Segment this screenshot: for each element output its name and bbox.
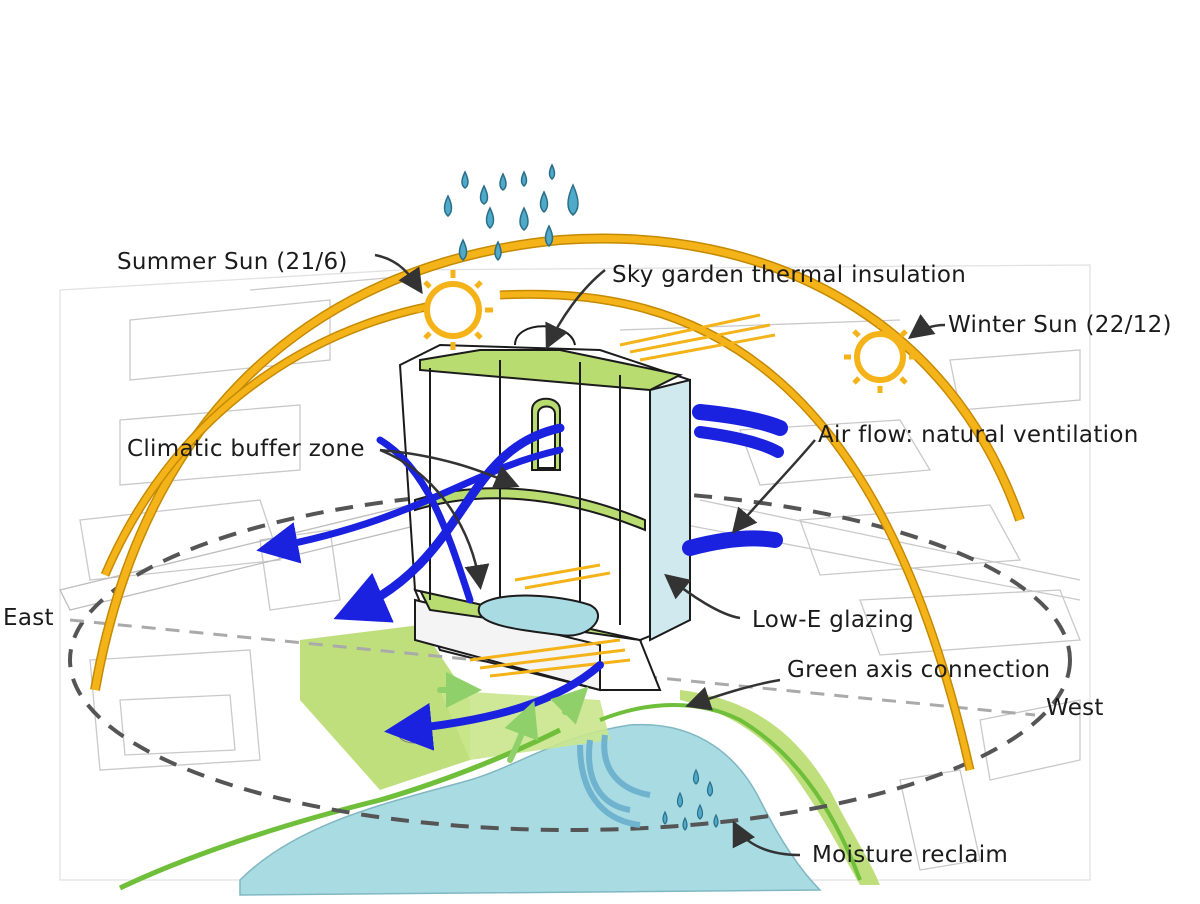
winter-sun-icon xyxy=(844,321,916,393)
moisture-arrow-icon xyxy=(577,734,651,828)
green-axis-label: Green axis connection xyxy=(787,657,1051,683)
green-axis-arrows xyxy=(437,672,589,763)
rain-drops-icon xyxy=(443,163,579,262)
summer-sun-label: Summer Sun (21/6) xyxy=(117,249,348,275)
summer-sun-path xyxy=(90,233,1025,771)
moisture-drops-icon xyxy=(662,768,719,831)
leader-lines xyxy=(374,253,946,857)
orbit-ellipse xyxy=(68,488,1072,832)
lake xyxy=(239,723,822,896)
tower xyxy=(398,325,691,692)
sky-garden-label: Sky garden thermal insulation xyxy=(612,262,967,288)
winter-sun-label: Winter Sun (22/12) xyxy=(948,312,1172,338)
east-label: East xyxy=(3,605,54,631)
air-flow-label: Air flow: natural ventilation xyxy=(818,422,1139,448)
low-e-label: Low-E glazing xyxy=(752,607,915,633)
buffer-zone-label: Climatic buffer zone xyxy=(127,436,365,462)
west-label: West xyxy=(1046,695,1104,721)
summer-sun-icon xyxy=(413,270,493,350)
moisture-label: Moisture reclaim xyxy=(812,842,1009,868)
solar-fins xyxy=(469,313,776,678)
